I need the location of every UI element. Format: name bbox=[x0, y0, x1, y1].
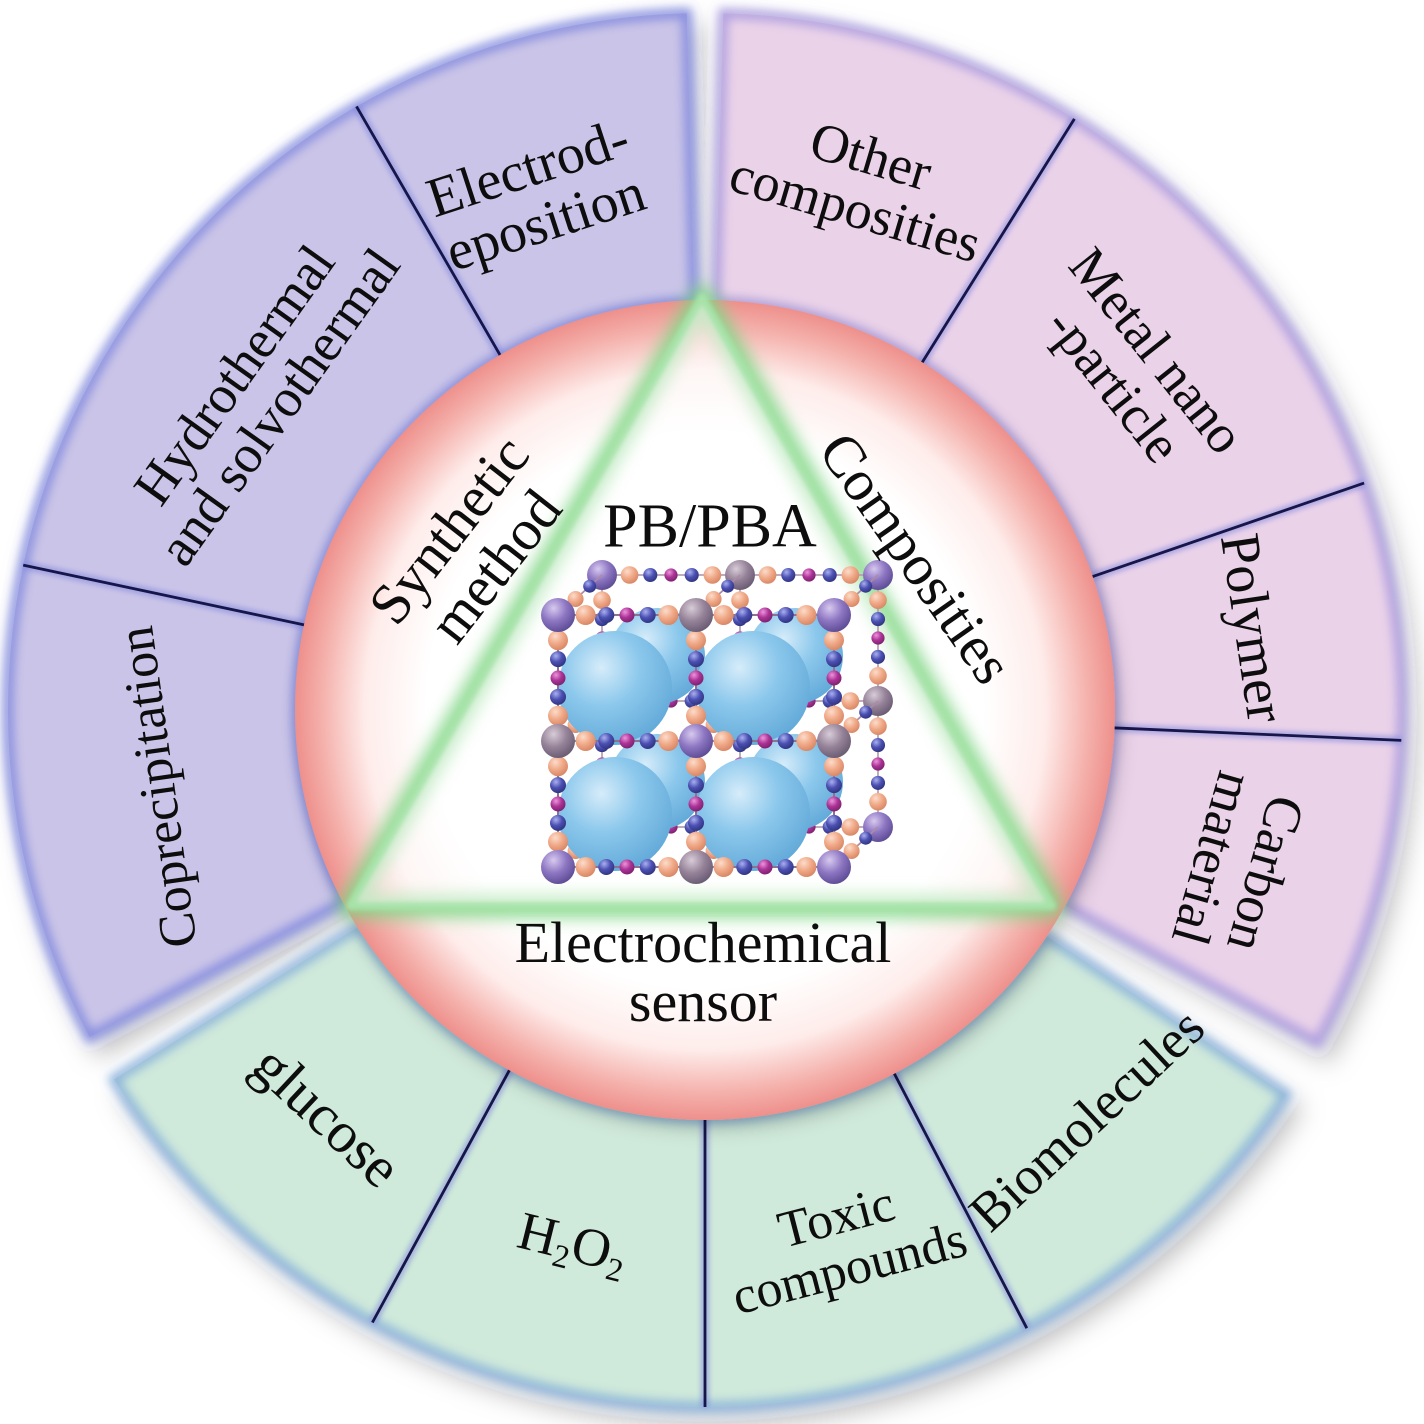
section-electrochemical-sensor bbox=[113, 926, 1287, 1408]
outer-ring bbox=[3, 8, 1408, 1412]
pb-pba-crystal-structure bbox=[541, 560, 893, 884]
section-synthetic-method bbox=[8, 13, 695, 1038]
section-composities bbox=[715, 13, 1403, 1043]
segment-dividers bbox=[22, 105, 1402, 1407]
